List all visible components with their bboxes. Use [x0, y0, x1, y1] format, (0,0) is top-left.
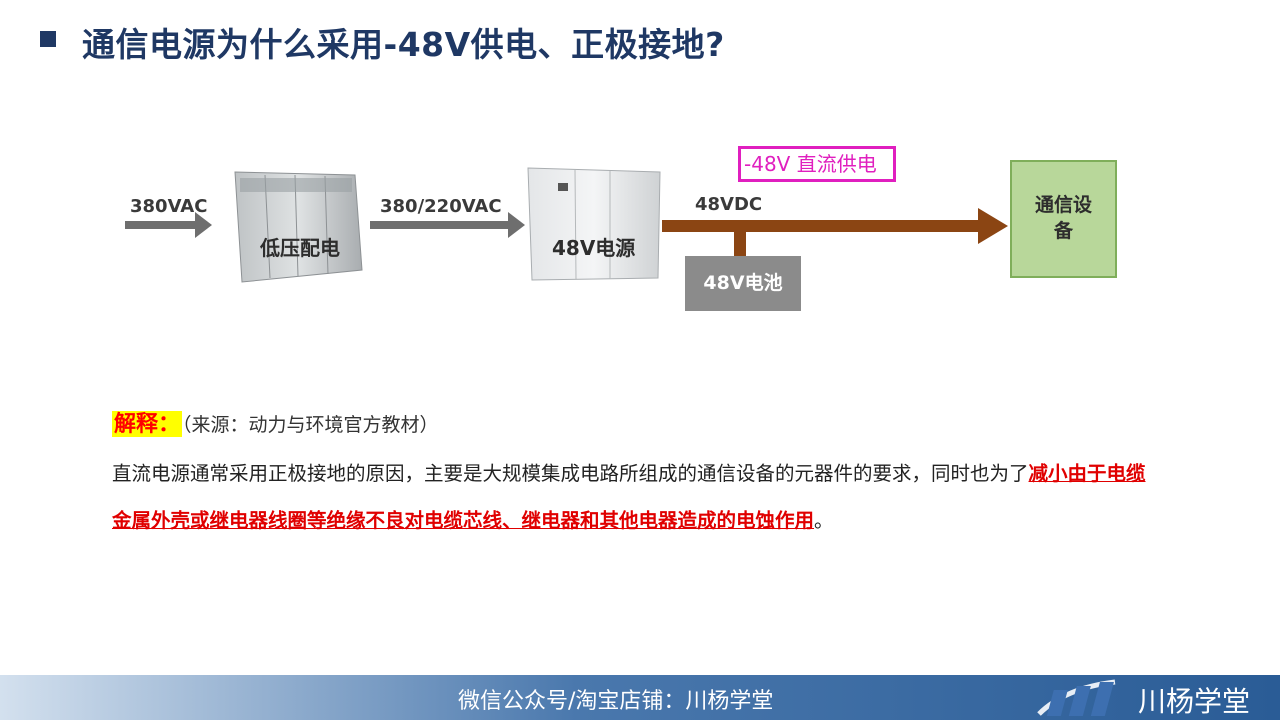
slide-title: 通信电源为什么采用-48V供电、正极接地? [82, 25, 725, 64]
input-arrow [125, 212, 212, 238]
device-label-line2: 备 [1053, 220, 1073, 242]
explanation-source: （来源：动力与环境官方教材） [182, 414, 439, 436]
explanation-end: 。 [814, 509, 834, 532]
mid-voltage-label: 380/220VAC [380, 196, 502, 217]
cabinet2-label: 48V电源 [552, 236, 636, 260]
power-cabinet [527, 167, 661, 281]
dc-supply-highlight: -48V 直流供电 [738, 146, 896, 182]
explanation-text: 直流电源通常采用正极接地的原因，主要是大规模集成电路所组成的通信设备的元器件的要… [112, 462, 1029, 485]
footer-bar: 微信公众号/淘宝店铺：川杨学堂 川杨学堂 [0, 675, 1280, 720]
device-label-line1: 通信设 [1034, 194, 1092, 216]
diagram-graphics [125, 167, 1008, 283]
footer-logo-text: 川杨学堂 [1138, 685, 1251, 718]
low-voltage-cabinet [234, 171, 363, 283]
cabinet1-label: 低压配电 [260, 236, 340, 260]
explanation-key: 解释： [112, 411, 183, 437]
explanation-header: 解释：（来源：动力与环境官方教材） [112, 406, 439, 438]
dc-output-arrow [662, 208, 1008, 258]
explanation-paragraph: 直流电源通常采用正极接地的原因，主要是大规模集成电路所组成的通信设备的元器件的要… [112, 450, 1152, 544]
title-bullet [40, 31, 56, 47]
brand-logo-icon [1037, 679, 1116, 716]
power-supply-diagram: 380VAC 低压配电 380/220VAC 48V电源 48VDC -48V … [100, 120, 1160, 330]
dc-voltage-label: 48VDC [695, 194, 763, 215]
middle-arrow [370, 212, 525, 238]
battery-box: 48V电池 [685, 256, 801, 311]
input-voltage-label: 380VAC [130, 196, 208, 217]
communication-device-box: 通信设 备 [1010, 160, 1117, 278]
footer-text: 微信公众号/淘宝店铺：川杨学堂 [458, 689, 774, 714]
explanation-highlight: 减小由于电缆金属外壳或继电器线圈等绝缘不良对电缆芯线、继电器和其他电器造成的电蚀… [112, 462, 1146, 532]
